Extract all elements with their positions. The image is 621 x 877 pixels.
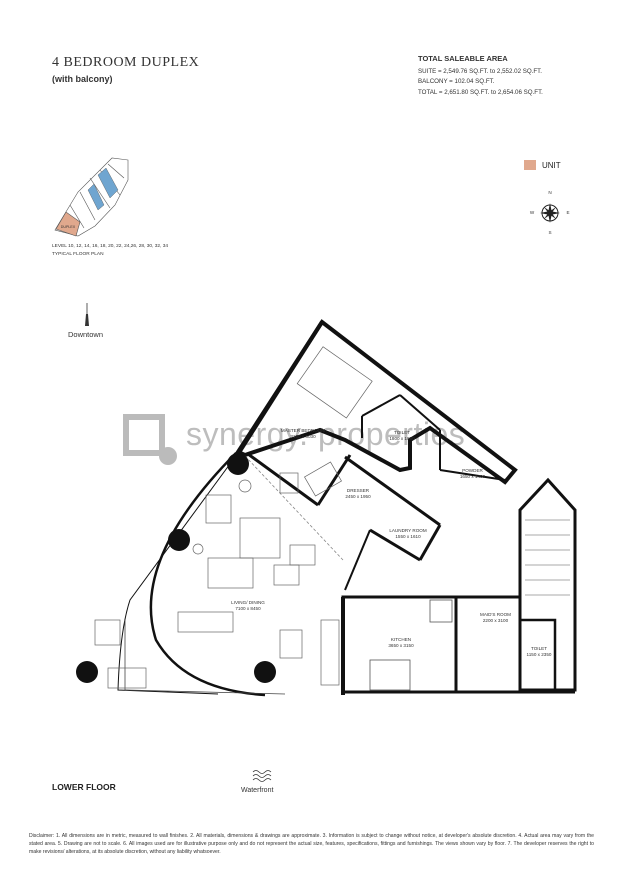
unit-legend: UNIT [524,160,561,170]
landmark-waterfront: Waterfront [241,787,274,794]
room-powder: POWDER 1650 x 1400 [450,468,495,480]
room-dresser-name: DRESSER [346,488,370,493]
room-living-name: LIVING/ DINING [231,600,265,605]
area-suite: SUITE = 2,549.76 SQ.FT. to 2,552.02 SQ.F… [418,67,542,75]
room-master-bedroom-name: MASTER BEDROOM [280,428,326,433]
room-master-bedroom: MASTER BEDROOM 3150 x 6030 [278,428,328,440]
unit-legend-label: UNIT [542,160,561,170]
compass-w: W [529,210,535,215]
room-powder-name: POWDER [462,468,483,473]
compass-n: N [548,190,552,195]
landmark-downtown: Downtown [68,330,104,339]
room-maids-room: MAID'S ROOM 2200 x 3100 [473,612,518,624]
room-kitchen: KITCHEN 3650 x 3150 [381,637,421,649]
room-master-bedroom-dims: 3150 x 6030 [290,434,316,439]
room-maids-room-dims: 2200 x 3100 [482,618,509,623]
room-dresser-dims: 2450 x 1950 [345,494,371,499]
disclaimer: Disclaimer: 1. All dimensions are in met… [29,833,594,855]
room-maids-room-name: MAID'S ROOM [480,612,511,617]
area-balcony: BALCONY = 102.04 SQ.FT. [418,78,495,85]
room-toilet-upper: TOILET 1800 x 1850 [382,430,422,442]
floor-label: LOWER FLOOR [52,782,116,792]
compass-s: S [548,230,552,235]
compass-e: E [566,210,570,215]
room-living-dims: 7100 x 8450 [235,606,261,611]
keyplan-unit-label: DUPLEX [60,225,76,229]
room-toilet-lower: TOILET 1150 x 2350 [522,646,556,658]
room-kitchen-dims: 3650 x 3150 [388,643,414,648]
area-total: TOTAL = 2,651.80 SQ.FT. to 2,654.06 SQ.F… [418,88,543,96]
unit-swatch [524,160,536,170]
area-heading: TOTAL SALEABLE AREA [418,54,508,63]
room-laundry-name: LAUNDRY ROOM [389,528,427,533]
room-toilet-upper-dims: 1800 x 1850 [389,436,415,441]
room-toilet-upper-name: TOILET [394,430,410,435]
keyplan-typical: TYPICAL FLOOR PLAN [52,252,104,257]
plan-title: 4 BEDROOM DUPLEX [52,55,200,70]
room-laundry-dims: 1550 x 1610 [395,534,421,539]
keyplan-levels-text: LEVEL 10, 12, 14, 16, 18, 20, 22, 24,26,… [52,244,169,249]
room-kitchen-name: KITCHEN [390,637,412,642]
room-dresser: DRESSER 2450 x 1950 [338,488,378,500]
room-laundry: LAUNDRY ROOM 1550 x 1610 [388,528,428,540]
room-powder-dims: 1650 x 1400 [459,474,486,479]
keyplan-levels: LEVEL 10, 12, 14, 16, 18, 20, 22, 24,26,… [52,243,168,259]
plan-subtitle: (with balcony) [52,74,113,84]
room-toilet-lower-name: TOILET [531,646,547,651]
room-living: LIVING/ DINING 7100 x 8450 [228,600,268,612]
area-summary: TOTAL SALEABLE AREA SUITE = 2,549.76 SQ.… [418,54,543,98]
room-toilet-lower-dims: 1150 x 2350 [526,652,552,657]
